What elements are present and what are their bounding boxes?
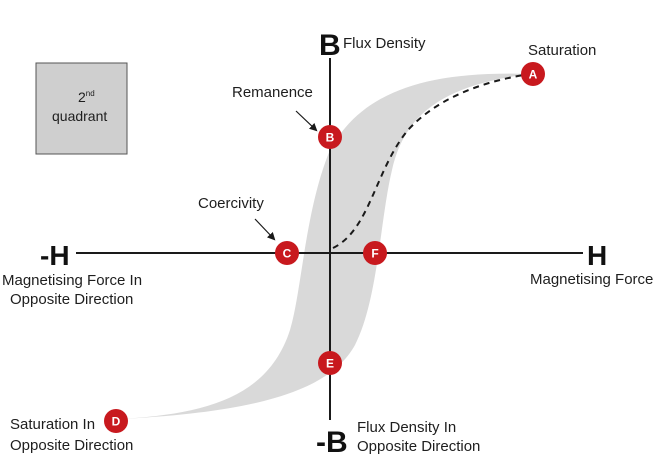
b-axis-top-letter: B (319, 29, 341, 62)
b-axis-top-label: Flux Density (343, 35, 426, 52)
quadrant-word: quadrant (52, 108, 107, 124)
svg-text:F: F (371, 247, 378, 261)
svg-text:C: C (283, 247, 292, 261)
h-axis-left-letter: -H (40, 240, 70, 271)
point-e: E (318, 351, 342, 375)
b-axis-bottom-label-2: Opposite Direction (357, 438, 480, 455)
remanence-label: Remanence (232, 84, 313, 101)
point-b: B (318, 125, 342, 149)
remanence-arrow-icon (295, 110, 318, 132)
b-axis-bottom-label-1: Flux Density In (357, 419, 456, 436)
b-axis-bottom-letter: -B (316, 426, 348, 459)
saturation-opposite-label-2: Opposite Direction (10, 437, 133, 454)
hysteresis-loop (120, 73, 530, 419)
svg-text:B: B (326, 131, 335, 145)
quadrant-number: 2nd (78, 89, 95, 105)
saturation-label: Saturation (528, 42, 596, 59)
second-quadrant-box: 2nd quadrant (35, 62, 128, 155)
h-axis-left-label-2: Opposite Direction (10, 291, 133, 308)
point-f: F (363, 241, 387, 265)
h-axis-right-letter: H (587, 240, 607, 271)
svg-text:A: A (529, 68, 538, 82)
coercivity-arrow-icon (254, 218, 276, 241)
initial-magnetisation-curve (332, 73, 531, 249)
saturation-opposite-label-1: Saturation In (10, 416, 95, 433)
svg-text:D: D (112, 415, 121, 429)
h-axis-right-label: Magnetising Force (530, 271, 653, 288)
quadrant-superscript: nd (86, 89, 95, 98)
point-a: A (521, 62, 545, 86)
coercivity-label: Coercivity (198, 195, 264, 212)
svg-text:E: E (326, 357, 334, 371)
point-c: C (275, 241, 299, 265)
point-d: D (104, 409, 128, 433)
h-axis-left-label-1: Magnetising Force In (2, 272, 142, 289)
